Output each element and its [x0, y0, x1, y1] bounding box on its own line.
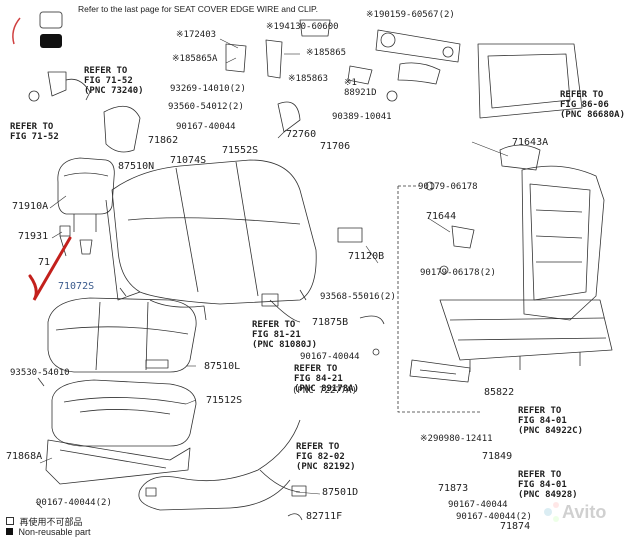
part-label: 71849 [482, 451, 513, 462]
part-label: 71874 [500, 521, 531, 532]
part-label: 93530-54010 [10, 368, 70, 378]
side-cover-drawing [103, 105, 141, 153]
part-label: 71 [38, 257, 51, 268]
part-label: 90179-06178 [418, 182, 478, 192]
part-label: 93269-14010(2) [170, 84, 246, 94]
non-reusable-part-icon [40, 34, 62, 48]
part-label: 90167-40044 [300, 352, 360, 362]
legend-text: 再使用不可部品 [19, 517, 83, 527]
part-label: 93568-55016(2) [320, 292, 396, 302]
part-label: 90389-10041 [332, 112, 392, 122]
legend-text: Non-reusable part [18, 527, 91, 537]
seat-cushion-cover-drawing [47, 297, 197, 373]
part-label: 71931 [18, 231, 49, 242]
adjuster-mechanism-drawing [225, 19, 583, 133]
cushion-frame-drawing [45, 439, 191, 485]
part-label: 90179-06178(2) [420, 268, 496, 278]
small-parts-drawing [35, 144, 541, 509]
seatbelt-buckle-drawing [28, 71, 91, 102]
part-label: 82711F [306, 511, 343, 522]
part-label: 71868A [6, 451, 43, 462]
part-label: ※185865 [306, 48, 347, 58]
part-label: 85822 [484, 387, 515, 398]
headrest-drawing [57, 157, 115, 232]
part-label: 72760 [286, 129, 317, 140]
refer-fig-86-06: REFER TO FIG 86-06 (PNC 86680A) [560, 90, 624, 120]
leader-lines [39, 38, 509, 495]
refer-fig-71-52: REFER TO FIG 71-52 [10, 122, 59, 142]
reusable-part-icon [39, 11, 63, 29]
part-label: 87510N [118, 161, 155, 172]
reusable-marker-icon [6, 517, 14, 525]
headrest-guide-drawing [59, 225, 93, 257]
part-label: 90167-40044(2) [456, 512, 532, 522]
avito-watermark [544, 502, 559, 522]
part-label: 71706 [320, 141, 351, 152]
refer-fig-81-21: REFER TO FIG 81-21 (PNC 81080J) [252, 320, 318, 350]
part-label: ※185865A [172, 54, 218, 64]
part-label: 71862 [148, 135, 179, 146]
part-label: 87501D [322, 487, 359, 498]
refer-fig-71-52-pnc: REFER TO FIG 71-52 (PNC 73240) [84, 66, 144, 96]
part-label: 71512S [206, 395, 243, 406]
header-note: Refer to the last page for SEAT COVER ED… [78, 4, 318, 14]
wire-harness-drawing [138, 419, 307, 521]
part-label: 71644 [426, 211, 457, 222]
pencil-mark-annotation [12, 17, 21, 45]
part-label: 90167-40044 [448, 500, 508, 510]
non-reusable-marker-icon [6, 528, 13, 535]
part-label: 71643A [512, 137, 549, 148]
part-label: ※185863 [288, 74, 329, 84]
legend-reusable: 再使用不可部品 [6, 515, 83, 528]
part-label: 71074S [170, 155, 207, 166]
seatback-cover-drawing [105, 159, 317, 323]
legend-non-reusable: Non-reusable part [6, 527, 91, 537]
part-label: 71120B [348, 251, 385, 262]
part-label: 71873 [438, 483, 469, 494]
assembly-bracket-line [397, 185, 480, 413]
part-label: 71875B [312, 317, 349, 328]
watermark-text: Avito [562, 502, 607, 522]
part-label: ※172403 [176, 30, 217, 40]
part-label: ※290980-12411 [420, 434, 493, 444]
part-label: ※194130-60600 [266, 22, 339, 32]
part-label: 87510L [204, 361, 241, 372]
part-label: ※1 88921D [344, 78, 377, 98]
refer-fig-84-01-b: REFER TO FIG 84-01 (PNC 84928) [518, 470, 578, 500]
refer-fig-84-01-a: REFER TO FIG 84-01 (PNC 84922C) [518, 406, 584, 436]
seat-frame-drawing [439, 165, 613, 372]
part-label: 71552S [222, 145, 259, 156]
refer-fig-82-02: REFER TO FIG 82-02 (PNC 82192) [296, 442, 356, 472]
pnc-72277a: (PNC 72277A) [292, 386, 358, 396]
red-check-annotation [28, 236, 72, 301]
part-label: 71910A [12, 201, 49, 212]
part-label: ※190159-60567(2) [366, 10, 455, 20]
refer-fig-84-21: REFER TO FIG 84-21 (PNC 89178A) [294, 364, 360, 394]
seat-cushion-pad-drawing [51, 379, 197, 447]
part-label: 90167-40044 [176, 122, 236, 132]
part-label: 90167-40044(2) [36, 498, 112, 508]
part-label: 71072S [58, 281, 95, 292]
part-label: 93560-54012(2) [168, 102, 244, 112]
